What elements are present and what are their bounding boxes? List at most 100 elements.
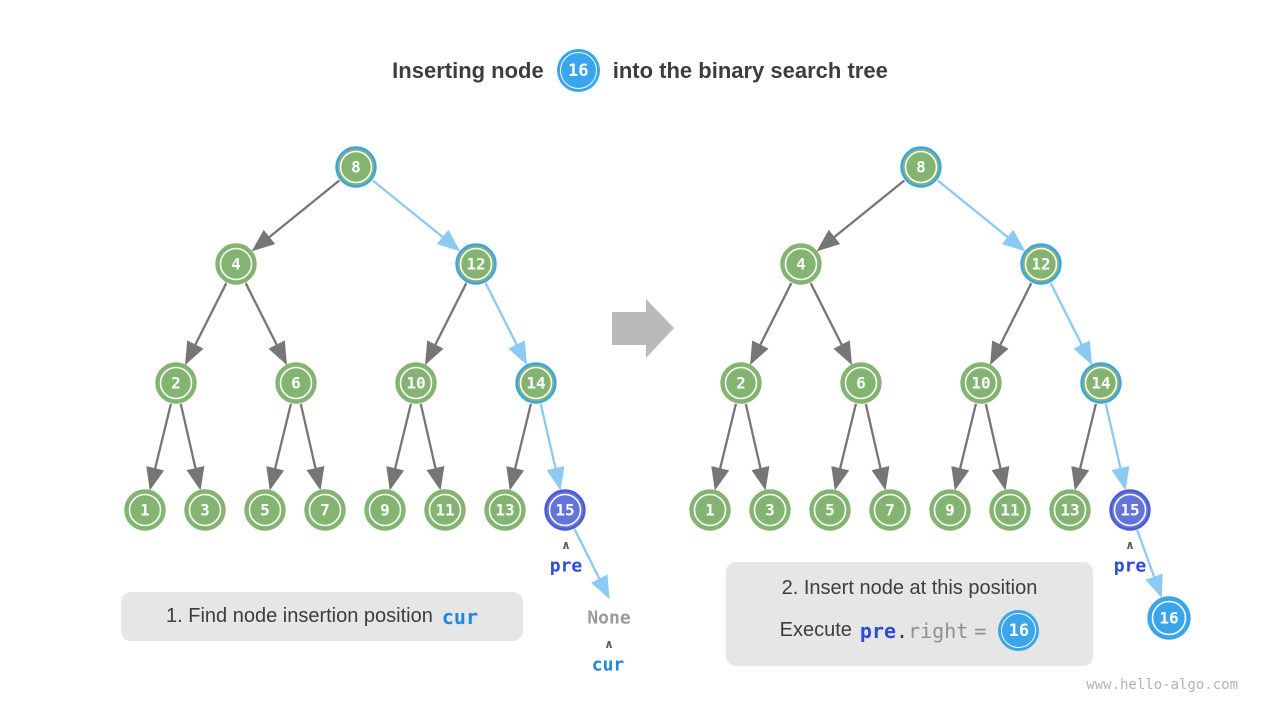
node-inner-ring — [964, 366, 998, 400]
node-inner-ring — [128, 493, 162, 527]
node-inner-ring — [279, 366, 313, 400]
node-value: 3 — [200, 501, 210, 520]
edge-8-4 — [816, 179, 906, 252]
tree-node-1: 1 — [689, 489, 731, 531]
edge-12-10 — [425, 282, 468, 366]
node-circle — [900, 146, 942, 188]
node-inner-ring — [339, 150, 373, 184]
node-circle — [275, 362, 317, 404]
edge-6-7 — [299, 403, 325, 491]
step2-equals: = — [974, 618, 987, 643]
tree-node-2: 2 — [155, 362, 197, 404]
node-inner-ring — [488, 493, 522, 527]
step2-dot: . — [896, 618, 909, 643]
tree-node-2: 2 — [720, 362, 762, 404]
node-circle — [809, 489, 851, 531]
edge-6-5 — [266, 403, 293, 491]
node-inner-ring — [248, 493, 282, 527]
node-value: 10 — [406, 374, 425, 393]
node-inner-ring — [519, 366, 553, 400]
node-inner-ring — [1084, 366, 1118, 400]
edge-14-15 — [1104, 403, 1130, 491]
node-value: 5 — [260, 501, 270, 520]
node-circle — [124, 489, 166, 531]
tree-node-6: 6 — [275, 362, 317, 404]
none-label: None — [587, 607, 631, 629]
edge-4-2 — [185, 282, 228, 366]
node-inner-ring — [993, 493, 1027, 527]
edge-8-12 — [936, 179, 1026, 252]
node-inner-ring — [844, 366, 878, 400]
node-value: 1 — [705, 501, 715, 520]
tree-node-7: 7 — [304, 489, 346, 531]
node-value: 4 — [231, 255, 241, 274]
node-inner-ring — [1151, 600, 1187, 636]
edge-10-11 — [984, 403, 1010, 491]
node-inner-ring — [188, 493, 222, 527]
node-value: 6 — [291, 374, 301, 393]
node-value: 2 — [171, 374, 181, 393]
node-circle — [1080, 362, 1122, 404]
step1-caption: 1. Find node insertion position cur — [121, 592, 523, 641]
edge-12-14 — [1049, 282, 1092, 366]
step2-execute: Execute — [779, 619, 852, 641]
tree-node-14: 14 — [515, 362, 557, 404]
tree-node-5: 5 — [809, 489, 851, 531]
node-inner-ring — [784, 247, 818, 281]
edge-2-1 — [711, 403, 738, 491]
node-value: 8 — [351, 158, 361, 177]
edge-14-13 — [1071, 403, 1098, 491]
caret-up-icon: ∧ — [1125, 538, 1135, 552]
node-value: 13 — [495, 501, 514, 520]
tree-node-3: 3 — [184, 489, 226, 531]
step2-line1: 2. Insert node at this position — [781, 577, 1038, 599]
node-inner-ring — [873, 493, 907, 527]
node-circle — [840, 362, 882, 404]
tree-node-11: 11 — [989, 489, 1031, 531]
tree-node-12: 12 — [455, 243, 497, 285]
tree-node-9: 9 — [929, 489, 971, 531]
node-value: 15 — [1120, 501, 1139, 520]
edge-10-9 — [386, 403, 413, 491]
node-circle — [960, 362, 1002, 404]
step2-pre-code: pre — [859, 618, 897, 643]
title-prefix: Inserting node — [392, 57, 544, 83]
watermark: www.hello-algo.com — [1086, 677, 1238, 693]
tree-node-8: 8 — [335, 146, 377, 188]
tree-node-10: 10 — [395, 362, 437, 404]
node-value: 7 — [320, 501, 330, 520]
node-inner-ring — [724, 366, 758, 400]
node-value: 7 — [885, 501, 895, 520]
node-inner-ring — [548, 493, 582, 527]
node-circle — [364, 489, 406, 531]
edge-4-2 — [750, 282, 793, 366]
node-circle — [424, 489, 466, 531]
step2-right-code: right — [908, 618, 969, 643]
node-value: 9 — [380, 501, 390, 520]
node-inner-ring — [753, 493, 787, 527]
title-node-badge: 16 — [556, 49, 600, 92]
caret-up-icon: ∧ — [561, 538, 571, 552]
node-value: 6 — [856, 374, 866, 393]
edge-12-14 — [484, 282, 527, 366]
edge-4-6 — [244, 282, 287, 366]
node-inner-ring — [219, 247, 253, 281]
node-value: 14 — [1091, 374, 1110, 393]
cur-pointer-label: cur — [591, 654, 625, 676]
node-value: 12 — [466, 255, 485, 274]
node-value: 14 — [526, 374, 545, 393]
tree-node-6: 6 — [840, 362, 882, 404]
step2-line2: Execute pre . right = 16 — [780, 610, 1040, 651]
node-value: 15 — [555, 501, 574, 520]
node-value: 11 — [435, 501, 454, 520]
node-inner-ring — [813, 493, 847, 527]
node-inner-ring — [459, 247, 493, 281]
node-inner-ring — [933, 493, 967, 527]
node-circle — [304, 489, 346, 531]
node-inner-ring — [399, 366, 433, 400]
edge-10-11 — [419, 403, 445, 491]
edge-10-9 — [951, 403, 978, 491]
node-circle — [484, 489, 526, 531]
tree-node-4: 4 — [215, 243, 257, 285]
